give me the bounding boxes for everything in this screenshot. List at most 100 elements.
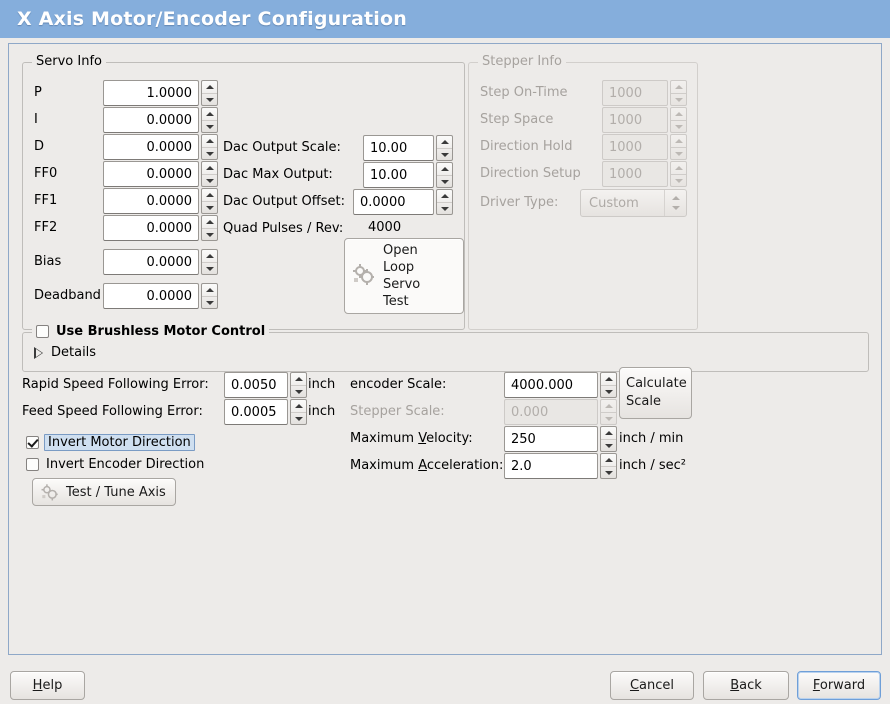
- details-expander[interactable]: Details: [34, 345, 96, 360]
- servo-p-entry[interactable]: 1.0000: [103, 80, 199, 106]
- servo-ff2-steppers[interactable]: [201, 215, 218, 241]
- servo-i-entry[interactable]: 0.0000: [103, 107, 199, 133]
- servo-i-steppers[interactable]: [201, 107, 218, 133]
- spin-down-icon[interactable]: [671, 93, 686, 105]
- servo-bias-spinbox[interactable]: 0.0000: [103, 249, 218, 275]
- servo-d-steppers[interactable]: [201, 134, 218, 160]
- servo-bias-steppers[interactable]: [201, 249, 218, 275]
- spin-up-icon[interactable]: [601, 454, 616, 466]
- spin-up-icon[interactable]: [291, 373, 306, 385]
- spin-down-icon[interactable]: [671, 120, 686, 132]
- invert-encoder-direction-checkbox[interactable]: Invert Encoder Direction: [26, 457, 204, 472]
- feed-speed-following-error-spinbox[interactable]: 0.0005: [224, 399, 307, 425]
- spin-up-icon[interactable]: [437, 163, 452, 175]
- spin-up-icon[interactable]: [202, 189, 217, 201]
- use-brushless-motor-control-checkbox[interactable]: Use Brushless Motor Control: [32, 324, 270, 339]
- dac-output-offset-entry[interactable]: 0.0000: [353, 189, 434, 215]
- servo-p-spinbox[interactable]: 1.0000: [103, 80, 218, 106]
- spin-down-icon[interactable]: [671, 147, 686, 159]
- servo-deadband-spinbox[interactable]: 0.0000: [103, 283, 218, 309]
- servo-deadband-steppers[interactable]: [201, 283, 218, 309]
- servo-deadband-entry[interactable]: 0.0000: [103, 283, 199, 309]
- step-on-time-spinbox[interactable]: 1000: [602, 80, 687, 106]
- step-on-time-entry[interactable]: 1000: [602, 80, 668, 106]
- spin-up-icon[interactable]: [202, 216, 217, 228]
- servo-bias-entry[interactable]: 0.0000: [103, 249, 199, 275]
- spin-down-icon[interactable]: [601, 385, 616, 397]
- stepper-scale-spinbox[interactable]: 0.000: [504, 399, 617, 425]
- maximum-acceleration-spinbox[interactable]: 2.0: [504, 453, 617, 479]
- spin-down-icon[interactable]: [671, 174, 686, 186]
- rapid-speed-following-error-spinbox[interactable]: 0.0050: [224, 372, 307, 398]
- spin-down-icon[interactable]: [601, 466, 616, 478]
- servo-ff0-steppers[interactable]: [201, 161, 218, 187]
- step-space-steppers[interactable]: [670, 107, 687, 133]
- driver-type-combo[interactable]: Custom: [580, 189, 687, 217]
- spin-up-icon[interactable]: [671, 81, 686, 93]
- feed-speed-following-error-entry[interactable]: 0.0005: [224, 399, 288, 425]
- dac-max-output-steppers[interactable]: [436, 162, 453, 188]
- rapid-spin-steppers[interactable]: [290, 372, 307, 398]
- maximum-acceleration-entry[interactable]: 2.0: [504, 453, 598, 479]
- direction-hold-steppers[interactable]: [670, 134, 687, 160]
- stepper-scale-entry[interactable]: 0.000: [504, 399, 598, 425]
- encoder-scale-steppers[interactable]: [600, 372, 617, 398]
- dac-max-output-entry[interactable]: 10.00: [363, 162, 434, 188]
- dac-output-scale-spinbox[interactable]: 10.00: [363, 135, 453, 161]
- spin-up-icon[interactable]: [437, 136, 452, 148]
- step-space-spinbox[interactable]: 1000: [602, 107, 687, 133]
- maximum-velocity-steppers[interactable]: [600, 426, 617, 452]
- stepper-scale-steppers[interactable]: [600, 399, 617, 425]
- encoder-scale-spinbox[interactable]: 4000.000: [504, 372, 617, 398]
- spin-down-icon[interactable]: [437, 148, 452, 160]
- servo-ff1-entry[interactable]: 0.0000: [103, 188, 199, 214]
- spin-up-icon[interactable]: [202, 81, 217, 93]
- spin-up-icon[interactable]: [291, 400, 306, 412]
- servo-d-spinbox[interactable]: 0.0000: [103, 134, 218, 160]
- feed-spin-steppers[interactable]: [290, 399, 307, 425]
- spin-up-icon[interactable]: [202, 162, 217, 174]
- servo-ff1-steppers[interactable]: [201, 188, 218, 214]
- spin-up-icon[interactable]: [601, 373, 616, 385]
- spin-down-icon[interactable]: [202, 147, 217, 159]
- spin-up-icon[interactable]: [671, 135, 686, 147]
- spin-up-icon[interactable]: [671, 162, 686, 174]
- test-tune-axis-button[interactable]: Test / Tune Axis: [32, 478, 176, 506]
- checkbox-box[interactable]: [36, 325, 49, 338]
- spin-up-icon[interactable]: [202, 284, 217, 296]
- servo-d-entry[interactable]: 0.0000: [103, 134, 199, 160]
- back-button[interactable]: Back: [703, 671, 789, 700]
- rapid-speed-following-error-entry[interactable]: 0.0050: [224, 372, 288, 398]
- help-button[interactable]: Help: [10, 671, 85, 700]
- maximum-velocity-entry[interactable]: 250: [504, 426, 598, 452]
- open-loop-servo-test-button[interactable]: Open Loop Servo Test: [344, 238, 464, 314]
- direction-setup-spinbox[interactable]: 1000: [602, 161, 687, 187]
- servo-ff1-spinbox[interactable]: 0.0000: [103, 188, 218, 214]
- servo-ff2-spinbox[interactable]: 0.0000: [103, 215, 218, 241]
- spin-down-icon[interactable]: [291, 385, 306, 397]
- dac-max-output-spinbox[interactable]: 10.00: [363, 162, 453, 188]
- spin-up-icon[interactable]: [437, 190, 452, 202]
- spin-up-icon[interactable]: [202, 135, 217, 147]
- servo-ff0-entry[interactable]: 0.0000: [103, 161, 199, 187]
- servo-ff2-entry[interactable]: 0.0000: [103, 215, 199, 241]
- direction-hold-spinbox[interactable]: 1000: [602, 134, 687, 160]
- calculate-scale-button[interactable]: Calculate Scale: [619, 367, 692, 419]
- spin-up-icon[interactable]: [601, 427, 616, 439]
- step-space-entry[interactable]: 1000: [602, 107, 668, 133]
- dac-output-offset-steppers[interactable]: [436, 189, 453, 215]
- spin-down-icon[interactable]: [601, 412, 616, 424]
- maximum-velocity-spinbox[interactable]: 250: [504, 426, 617, 452]
- maximum-acceleration-steppers[interactable]: [600, 453, 617, 479]
- servo-p-steppers[interactable]: [201, 80, 218, 106]
- spin-down-icon[interactable]: [437, 202, 452, 214]
- direction-hold-entry[interactable]: 1000: [602, 134, 668, 160]
- spin-down-icon[interactable]: [202, 93, 217, 105]
- cancel-button[interactable]: Cancel: [610, 671, 694, 700]
- checkbox-box[interactable]: [26, 458, 39, 471]
- spin-up-icon[interactable]: [601, 400, 616, 412]
- spin-up-icon[interactable]: [202, 250, 217, 262]
- spin-down-icon[interactable]: [291, 412, 306, 424]
- spin-up-icon[interactable]: [202, 108, 217, 120]
- checkbox-box[interactable]: [26, 436, 39, 449]
